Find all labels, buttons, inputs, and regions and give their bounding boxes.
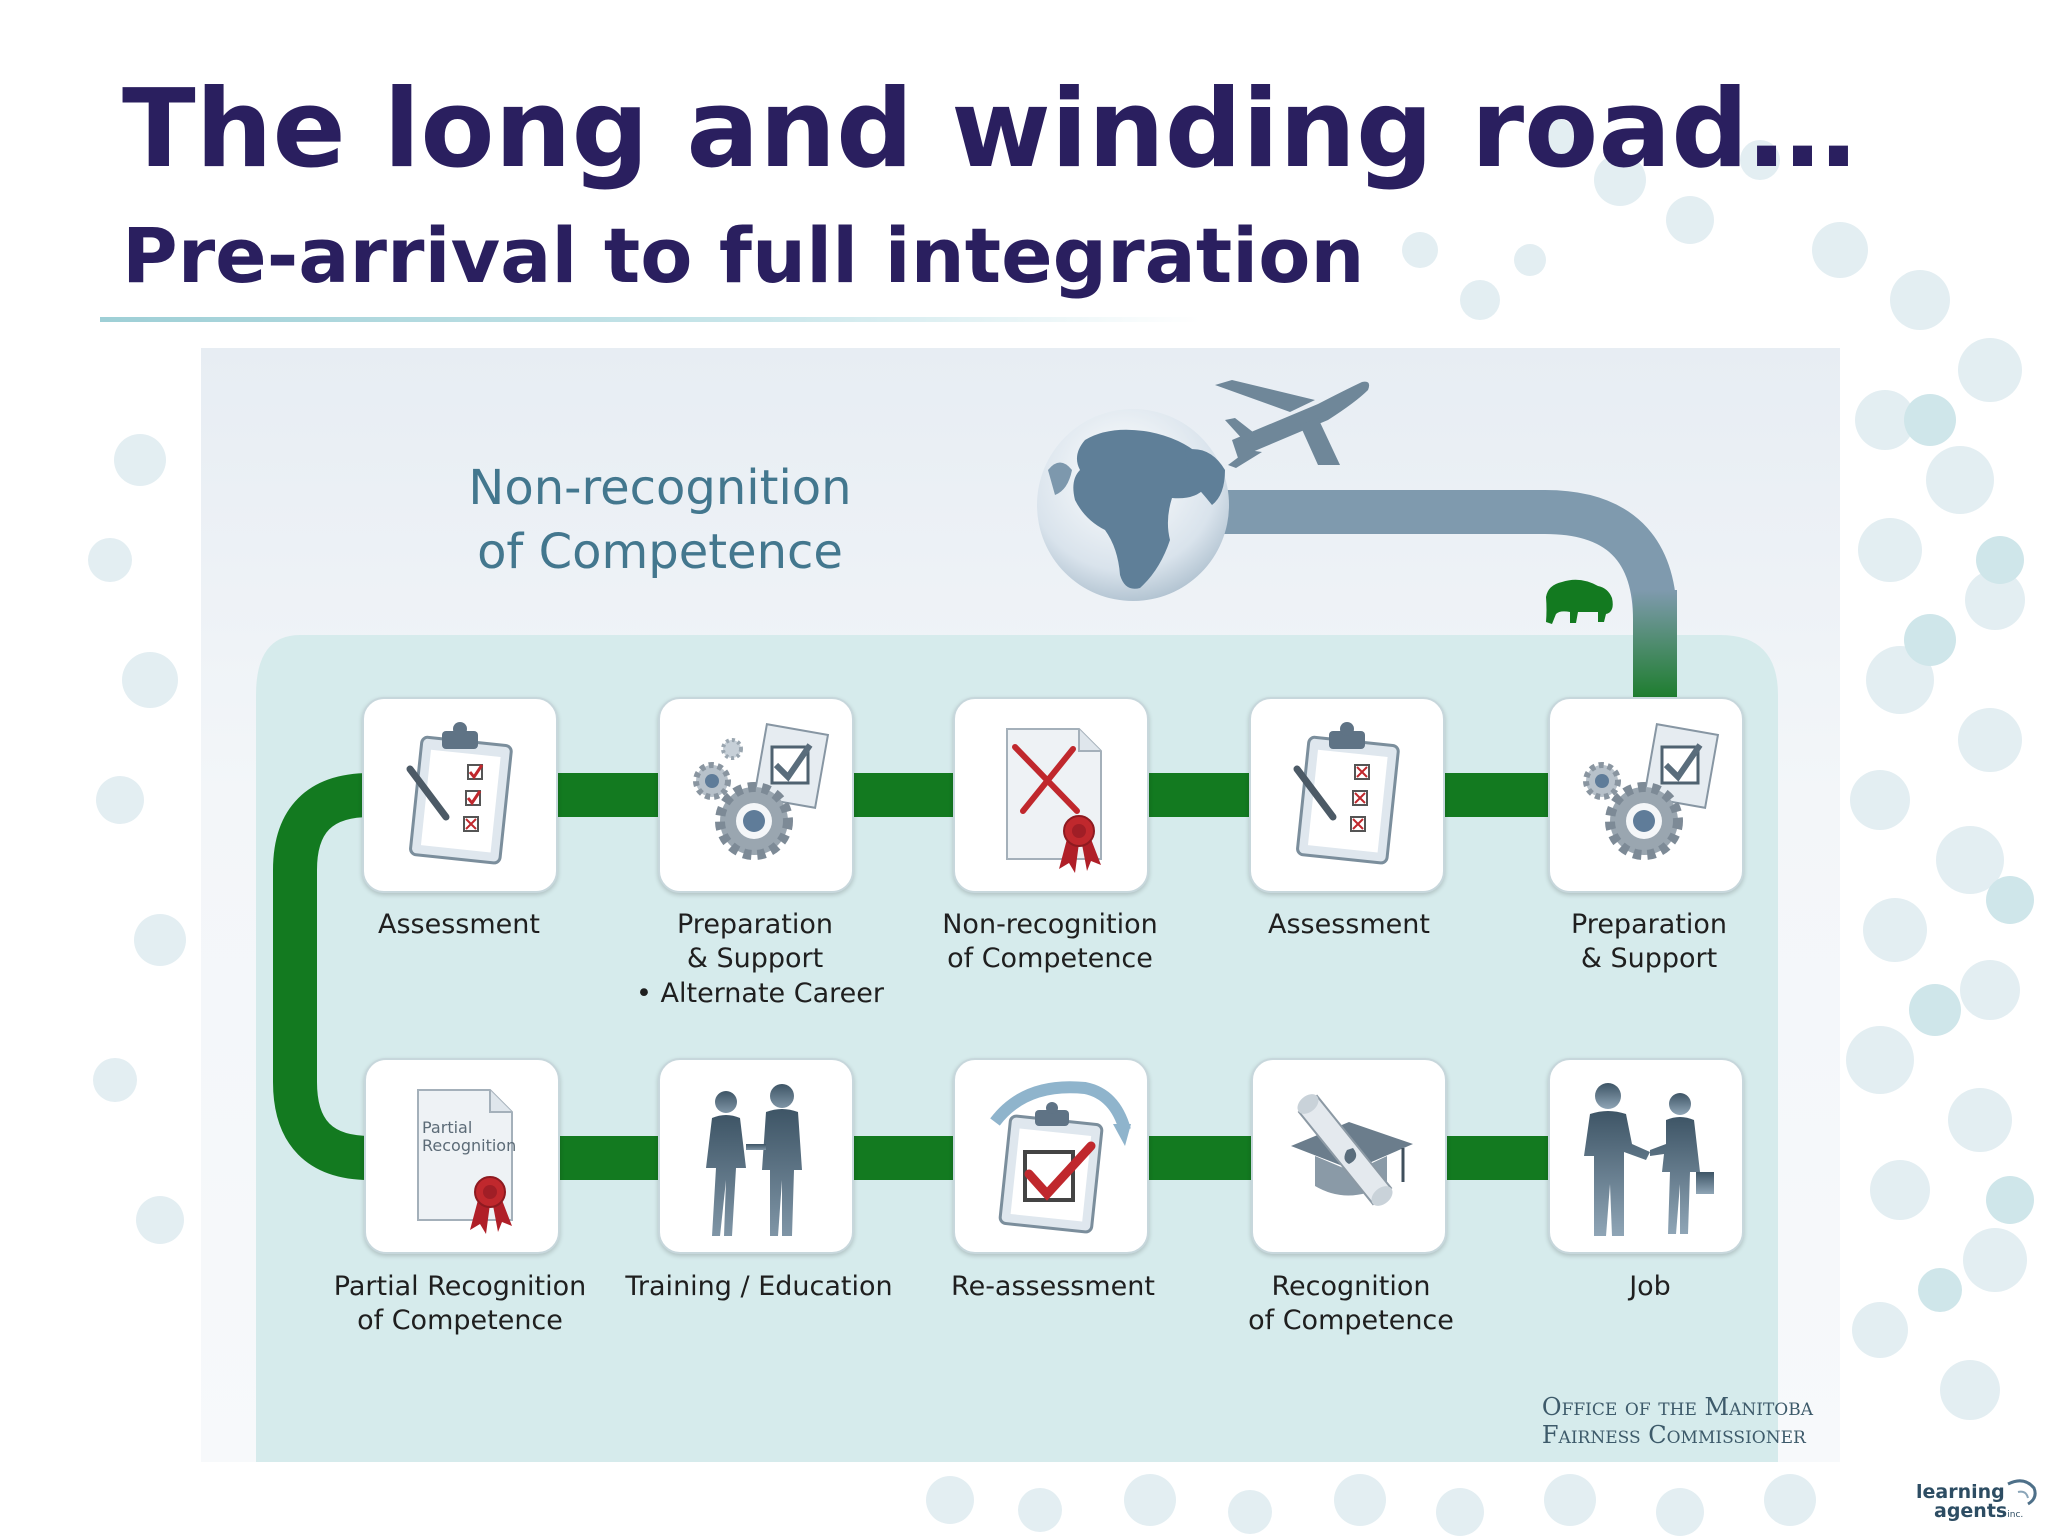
label-preparation-support-1: Preparation & Support — [620, 908, 890, 976]
logo-line2: agents — [1934, 1500, 2008, 1522]
globe-icon — [1037, 409, 1229, 601]
label-partial-recognition-line1: Partial Recognition — [333, 1271, 587, 1302]
label-assessment-2: Assessment — [1214, 908, 1484, 942]
label-training-education: Training / Education — [624, 1270, 894, 1304]
blue-road — [1185, 490, 1677, 640]
logo-suffix: inc. — [2007, 1510, 2024, 1520]
step-job — [1548, 1058, 1744, 1254]
label-job: Job — [1515, 1270, 1785, 1304]
logo-line2-wrap: agentsinc. — [1916, 1502, 2023, 1525]
label-non-recognition: Non-recognition of Competence — [915, 908, 1185, 976]
clipboard-reassessment-icon — [990, 1081, 1131, 1234]
doc-text-line1: Partial — [422, 1118, 472, 1137]
label-recognition: Recognition of Competence — [1216, 1270, 1486, 1338]
doc-text-line2: Recognition — [422, 1136, 516, 1155]
label-re-assessment-line1: Re-assessment — [951, 1271, 1155, 1302]
label-preparation-support-1-line1: Preparation — [677, 909, 833, 940]
handshake-icon — [1584, 1083, 1714, 1236]
source-credit: Office of the Manitoba Fairness Commissi… — [1542, 1393, 1813, 1449]
label-preparation-support-2: Preparation & Support — [1514, 908, 1784, 976]
diploma-graduation-cap-icon — [1291, 1094, 1413, 1206]
clipboard-checklist-icon — [406, 722, 513, 865]
step-assessment-1 — [362, 697, 558, 893]
label-preparation-support-1-line2: & Support — [686, 943, 824, 974]
non-recognition-heading-line1: Non-recognition — [468, 460, 852, 516]
airplane-icon — [1215, 380, 1370, 468]
label-alternate-career: • Alternate Career — [636, 978, 884, 1009]
label-assessment-2-line1: Assessment — [1268, 909, 1430, 940]
slide-subtitle: Pre-arrival to full integration — [122, 211, 1365, 300]
label-assessment-1: Assessment — [324, 908, 594, 942]
clipboard-crossed-icon — [1293, 722, 1400, 865]
learning-agents-logo: learning agentsinc. — [1916, 1483, 2023, 1525]
label-preparation-support-2-line1: Preparation — [1571, 909, 1727, 940]
non-recognition-heading: Non-recognition of Competence — [430, 456, 890, 584]
gears-check-icon — [1583, 723, 1720, 860]
label-recognition-line1: Recognition — [1271, 1271, 1431, 1302]
people-discussion-icon — [706, 1084, 802, 1236]
source-credit-line1: Office of the Manitoba — [1541, 1393, 1813, 1421]
label-re-assessment: Re-assessment — [918, 1270, 1188, 1304]
partial-recognition-certificate-icon: Partial Recognition — [417, 1089, 516, 1234]
label-non-recognition-line2: of Competence — [947, 943, 1153, 974]
label-job-line1: Job — [1629, 1271, 1671, 1302]
label-non-recognition-line1: Non-recognition — [942, 909, 1158, 940]
label-training-education-line1: Training / Education — [625, 1271, 893, 1302]
label-partial-recognition: Partial Recognition of Competence — [325, 1270, 595, 1338]
label-recognition-line2: of Competence — [1248, 1305, 1454, 1336]
step-re-assessment — [953, 1058, 1149, 1254]
non-recognition-heading-line2: of Competence — [477, 524, 843, 580]
slide-title: The long and winding road… — [122, 67, 1857, 192]
source-credit-line2: Fairness Commissioner — [1541, 1421, 1806, 1449]
logo-line1: learning — [1916, 1481, 2005, 1503]
gears-check-icon — [693, 723, 830, 860]
logo-swirl-icon — [2007, 1479, 2037, 1506]
step-training-education — [658, 1058, 854, 1254]
title-underline — [100, 317, 1200, 322]
bison-icon — [1546, 579, 1613, 624]
step-recognition — [1251, 1058, 1447, 1254]
label-partial-recognition-line2: of Competence — [357, 1305, 563, 1336]
step-non-recognition — [953, 697, 1149, 893]
label-assessment-1-line1: Assessment — [378, 909, 540, 940]
step-preparation-support-2 — [1548, 697, 1744, 893]
rejected-document-icon — [1006, 728, 1102, 873]
step-preparation-support-1 — [658, 697, 854, 893]
step-partial-recognition: Partial Recognition — [364, 1058, 560, 1254]
label-preparation-support-2-line2: & Support — [1580, 943, 1718, 974]
step-assessment-2 — [1249, 697, 1445, 893]
